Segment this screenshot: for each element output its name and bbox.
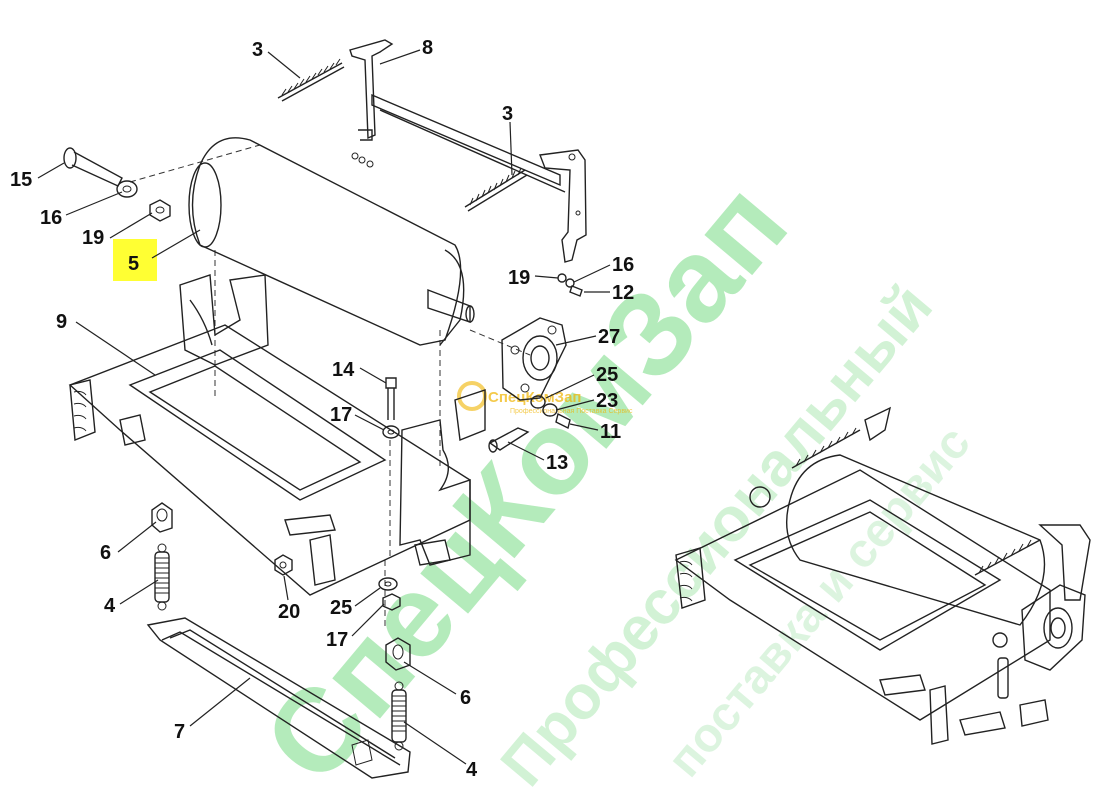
callout-13: 13 [546, 452, 568, 474]
callout-27: 27 [598, 326, 620, 348]
bolt-part-15 [63, 147, 123, 187]
callout-4-left: 4 [104, 595, 116, 617]
bolt-part-14 [385, 377, 397, 420]
spring-part-4-left [154, 543, 170, 611]
callout-23: 23 [596, 390, 618, 412]
callout-6-left: 6 [100, 542, 111, 564]
callout-25-top: 25 [596, 364, 618, 386]
spring-part-4-right [391, 681, 407, 751]
callout-19-left: 19 [82, 227, 104, 249]
callout-5: 5 [128, 253, 139, 275]
nut-part-20 [274, 554, 293, 576]
bracket-part-8 [349, 39, 587, 263]
callout-6-right: 6 [460, 687, 471, 709]
clip-part-6-left [151, 502, 173, 533]
callout-20: 20 [278, 601, 300, 623]
washer-part-17-top [382, 425, 400, 439]
roller-part-5 [188, 137, 475, 346]
callout-3-top: 3 [252, 39, 263, 61]
watermark-logo-sub: Профессиональная Поставка Сервис [510, 408, 633, 415]
leader-lines [37, 49, 611, 765]
assembled-view [674, 406, 1091, 745]
callout-14: 14 [332, 359, 355, 381]
frame-part-9 [68, 274, 486, 596]
nut-part-19-left [149, 199, 171, 222]
bolt-part-13 [488, 427, 530, 453]
hardware-right-small [557, 273, 583, 297]
callout-11: 11 [600, 421, 621, 443]
spring-part-3-top [277, 58, 345, 102]
callout-4-right: 4 [466, 759, 478, 781]
spring-part-3-middle [464, 167, 528, 212]
watermark-logo-title: СпецКомЗап [488, 389, 581, 406]
callout-labels: 3 8 3 15 16 19 5 19 16 12 9 27 14 25 23 … [10, 37, 634, 781]
callout-9: 9 [56, 311, 67, 333]
bearing-part-27 [501, 317, 567, 401]
watermark: СпецКомЗап Профессиональный поставка и с… [239, 159, 981, 798]
assembly-center-lines [129, 144, 531, 630]
callout-7: 7 [174, 721, 185, 743]
nut-part-17-bottom [382, 593, 401, 611]
washer-part-25-bottom [378, 577, 398, 591]
callout-12: 12 [612, 282, 634, 304]
washer-part-16-left [116, 180, 138, 198]
callout-19-right: 19 [508, 267, 530, 289]
callout-17-top: 17 [330, 404, 352, 426]
callout-3-middle: 3 [502, 103, 513, 125]
callout-8: 8 [422, 37, 433, 59]
callout-16-right: 16 [612, 254, 634, 276]
callout-15: 15 [10, 169, 32, 191]
callout-16-left: 16 [40, 207, 62, 229]
callout-17-bottom: 17 [326, 629, 348, 651]
highlight-part-5 [113, 239, 157, 281]
slide-part-7 [146, 617, 411, 779]
gear-icon [457, 381, 487, 411]
watermark-line3: поставка и сервис [658, 416, 981, 787]
callout-25-bottom: 25 [330, 597, 352, 619]
